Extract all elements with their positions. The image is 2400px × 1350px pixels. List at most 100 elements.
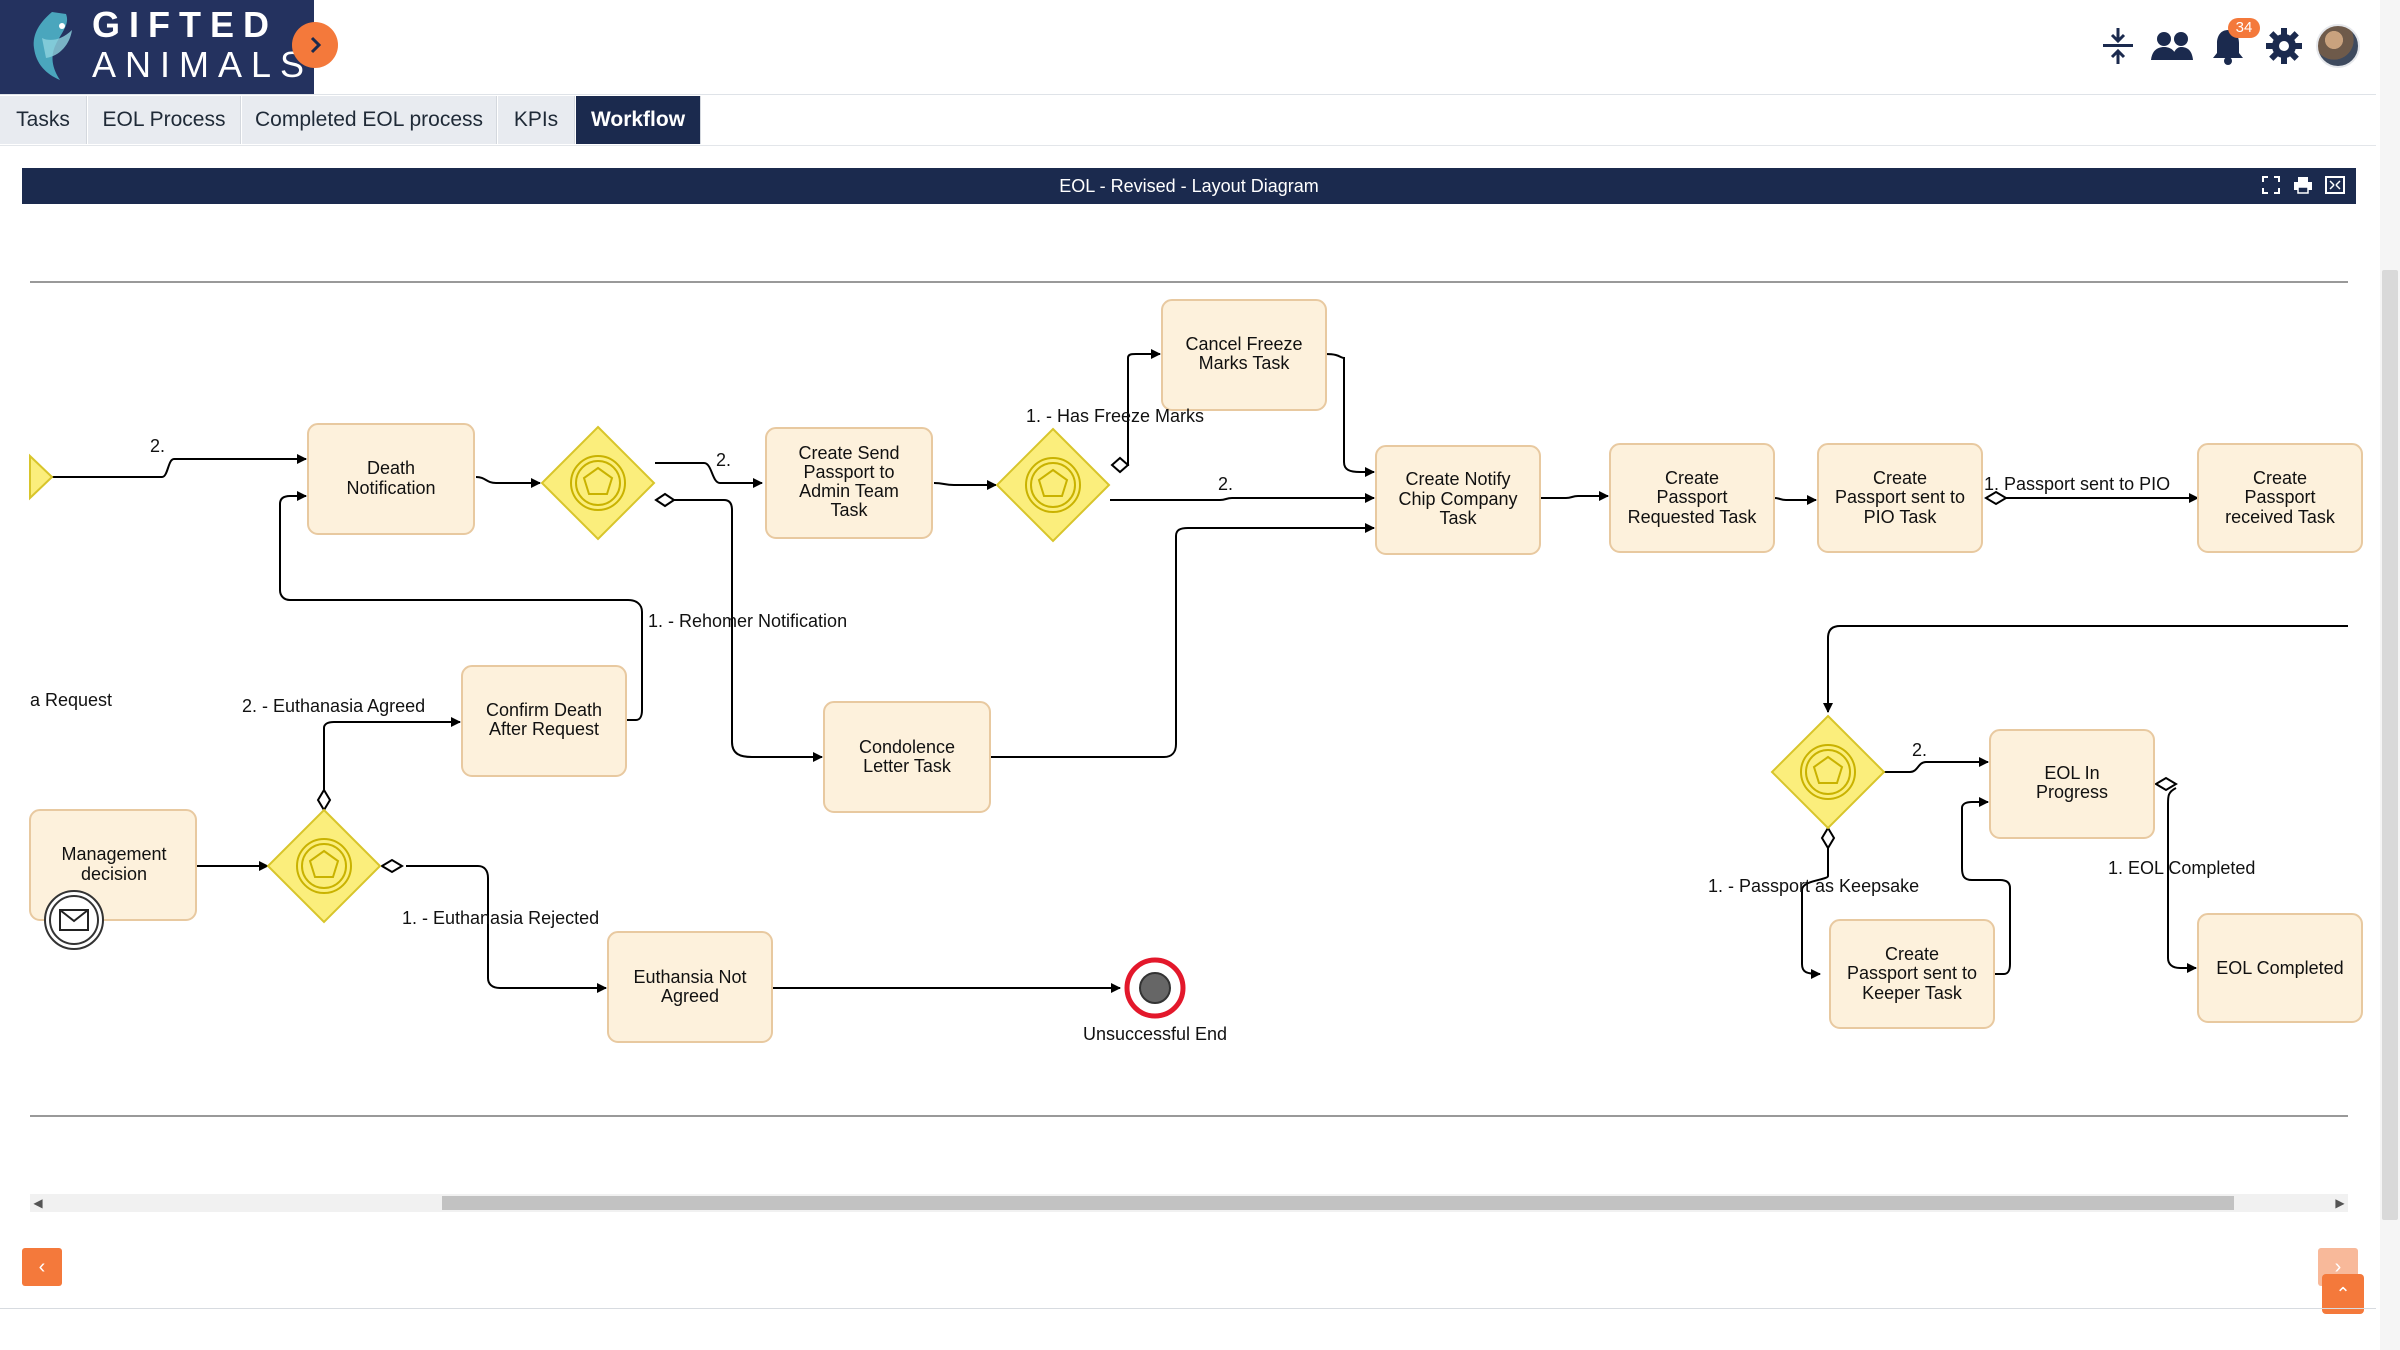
edge-gw2-to-cancel[interactable] xyxy=(1118,349,1161,466)
edge-gw1-to-send-passport[interactable] xyxy=(655,462,763,488)
diagram-title-bar: EOL - Revised - Layout Diagram xyxy=(22,168,2356,204)
chevron-up-icon: ⌃ xyxy=(2335,1283,2351,1304)
gateway-3[interactable] xyxy=(266,808,382,924)
scroll-right-arrow-icon[interactable]: ▶ xyxy=(2335,1196,2345,1210)
edge-start-to-death[interactable] xyxy=(50,454,307,478)
edge-notify-to-requested[interactable] xyxy=(1540,491,1609,501)
tab-completed-eol-process[interactable]: Completed EOL process xyxy=(242,96,497,144)
edge-incoming-to-gw4[interactable] xyxy=(1823,625,2348,713)
end-event-unsuccessful[interactable]: Unsuccessful End xyxy=(1083,957,1227,1044)
task-label-line: EOL Completed xyxy=(2216,958,2343,978)
logo[interactable]: GIFTED ANIMALS xyxy=(0,0,314,94)
users-icon[interactable] xyxy=(2150,24,2194,68)
scroll-left-arrow-icon[interactable]: ◀ xyxy=(33,1196,43,1210)
task-cancel-freeze-marks[interactable]: Cancel Freeze Marks Task xyxy=(1161,299,1327,411)
gateway-2[interactable] xyxy=(995,427,1111,543)
tabs-divider xyxy=(0,145,2376,146)
condition-marker xyxy=(1110,456,1130,474)
edge-gw3-to-notagreed[interactable] xyxy=(406,865,607,993)
vertical-scroll-thumb[interactable] xyxy=(2382,270,2398,1220)
task-label-line: Task xyxy=(830,500,868,520)
task-label-line: Create xyxy=(1885,944,1939,964)
task-label-line: received Task xyxy=(2225,507,2336,527)
edge-confirm-to-death[interactable] xyxy=(279,491,643,721)
task-label-line: Management xyxy=(61,844,166,864)
task-create-notify-chip[interactable]: Create Notify Chip Company Task xyxy=(1375,445,1541,555)
tab-eol-process[interactable]: EOL Process xyxy=(88,96,241,144)
message-event[interactable] xyxy=(44,890,104,950)
condition-marker xyxy=(1820,826,1836,850)
chevron-right-icon xyxy=(310,36,322,54)
task-label-line: Chip Company xyxy=(1398,489,1517,509)
task-create-passport-pio[interactable]: Create Passport sent to PIO Task xyxy=(1817,443,1983,553)
edge-gw1-to-condolence[interactable] xyxy=(665,499,823,762)
tab-workflow[interactable]: Workflow xyxy=(576,96,701,144)
fullscreen-icon[interactable] xyxy=(2260,174,2282,196)
gear-icon[interactable] xyxy=(2262,24,2306,68)
edge-label: 1. EOL Completed xyxy=(2108,858,2255,878)
previous-button[interactable]: ‹ xyxy=(22,1248,62,1286)
condition-marker xyxy=(316,788,332,812)
horizontal-scrollbar[interactable]: ◀ ▶ xyxy=(30,1194,2348,1212)
compress-icon[interactable] xyxy=(2096,24,2140,68)
fit-screen-icon[interactable] xyxy=(2324,174,2346,196)
edge-label: 1. - Rehomer Notification xyxy=(648,611,847,631)
task-label-line: Letter Task xyxy=(863,756,952,776)
edge-death-to-gw1[interactable] xyxy=(475,476,541,488)
tab-kpis[interactable]: KPIs xyxy=(498,96,575,144)
task-label-line: Notification xyxy=(346,478,435,498)
task-create-passport-received[interactable]: Create Passport received Task xyxy=(2197,443,2363,553)
task-label-line: Create xyxy=(2253,468,2307,488)
task-eol-completed[interactable]: EOL Completed xyxy=(2197,913,2363,1023)
chevron-left-icon: ‹ xyxy=(38,1255,46,1278)
task-euthanasia-not-agreed[interactable]: Euthansia Not Agreed xyxy=(607,931,773,1043)
edge-send-passport-to-gw2[interactable] xyxy=(933,480,997,490)
task-create-send-passport[interactable]: Create Send Passport to Admin Team Task xyxy=(765,427,933,539)
task-label-line: Create Notify xyxy=(1405,469,1510,489)
bell-icon[interactable]: 34 xyxy=(2206,18,2260,68)
horizontal-scroll-thumb[interactable] xyxy=(442,1196,2234,1210)
task-death-notification[interactable]: Death Notification xyxy=(307,423,475,535)
edge-gw3-to-confirm[interactable] xyxy=(323,717,461,790)
chevron-right-icon: › xyxy=(2334,1255,2342,1278)
task-label-line: Agreed xyxy=(661,986,719,1006)
condition-marker xyxy=(654,492,676,508)
task-label-line: After Request xyxy=(489,719,599,739)
edge-inprogress-to-completed[interactable] xyxy=(2167,787,2197,973)
scroll-to-top-button[interactable]: ⌃ xyxy=(2322,1274,2364,1314)
task-label-line: Passport sent to xyxy=(1835,487,1965,507)
edge-label: a Request xyxy=(30,690,112,710)
task-condolence-letter[interactable]: Condolence Letter Task xyxy=(823,701,991,813)
task-label-line: Euthansia Not xyxy=(633,967,746,987)
task-confirm-death[interactable]: Confirm Death After Request xyxy=(461,665,627,777)
edge-gw4-to-inprogress[interactable] xyxy=(1883,757,1989,773)
edge-requested-to-pio[interactable] xyxy=(1773,495,1817,505)
edge-cancel-to-notify[interactable] xyxy=(1325,353,1375,477)
sidebar-toggle-button[interactable] xyxy=(292,22,338,68)
edge-gw4-to-keeper[interactable] xyxy=(1801,848,1829,979)
edge-gw2-to-notify[interactable] xyxy=(1110,493,1375,503)
task-label-line: Create xyxy=(1873,468,1927,488)
task-label-line: decision xyxy=(81,864,147,884)
gateway-4[interactable] xyxy=(1770,714,1886,830)
edge-label: 1. Passport sent to PIO xyxy=(1984,474,2170,494)
task-label-line: Passport to xyxy=(803,462,894,482)
gateway-1[interactable] xyxy=(540,425,656,541)
print-icon[interactable] xyxy=(2292,174,2314,196)
footer-divider xyxy=(0,1308,2376,1309)
edge-keeper-to-inprogress[interactable] xyxy=(1961,797,2011,975)
notification-badge: 34 xyxy=(2228,18,2260,38)
tab-tasks[interactable]: Tasks xyxy=(0,96,87,144)
task-label-line: Keeper Task xyxy=(1862,983,1963,1003)
task-create-passport-keeper[interactable]: Create Passport sent to Keeper Task xyxy=(1829,919,1995,1029)
task-eol-in-progress[interactable]: EOL In Progress xyxy=(1989,729,2155,839)
condition-marker xyxy=(2154,776,2178,792)
task-label-line: Marks Task xyxy=(1199,353,1291,373)
condition-marker xyxy=(380,858,404,874)
task-create-passport-requested[interactable]: Create Passport Requested Task xyxy=(1609,443,1775,553)
edge-label: 2. xyxy=(716,450,731,470)
edge-condolence-to-notify[interactable] xyxy=(990,523,1375,758)
task-label-line: PIO Task xyxy=(1864,507,1938,527)
start-event-partial[interactable] xyxy=(29,453,54,501)
avatar[interactable] xyxy=(2316,24,2360,68)
